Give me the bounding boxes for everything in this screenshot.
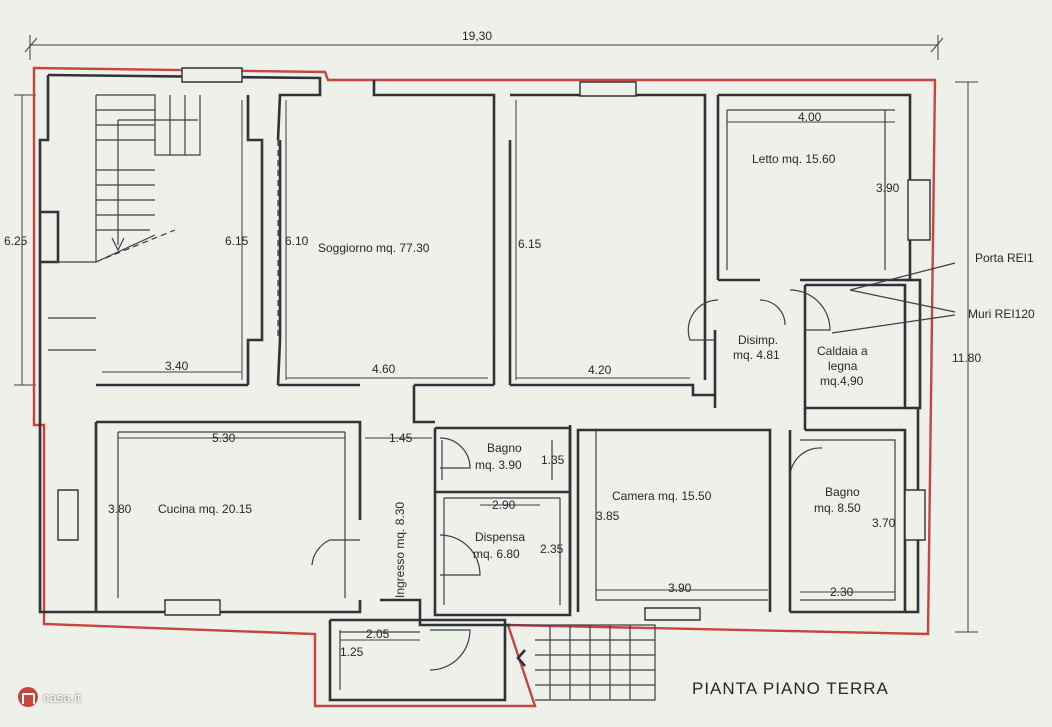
upper-partitions — [96, 95, 715, 397]
caldaia-area-label: mq.4,90 — [820, 374, 864, 388]
measure-370: 3.70 — [872, 516, 896, 530]
measure-385: 3.85 — [596, 509, 620, 523]
total-height-dimension — [955, 81, 978, 633]
measure-390-vertical: 3.90 — [876, 181, 900, 195]
measure-400: 4.00 — [798, 110, 822, 124]
camera-bagno-right — [595, 428, 926, 621]
measure-230: 2.30 — [830, 585, 854, 599]
measure-610: 6.10 — [285, 234, 309, 248]
caldaia-label: Caldaia a — [817, 344, 868, 358]
dispensa-area-label: mq. 6.80 — [473, 547, 520, 561]
caldaia-legna-label: legna — [828, 359, 858, 373]
measure-340: 3.40 — [165, 359, 189, 373]
measure-205: 2.05 — [366, 627, 390, 641]
top-windows — [181, 67, 637, 97]
total-width-dimension — [24, 35, 944, 60]
letto-label: Letto mq. 15.60 — [752, 152, 836, 166]
dispensa-label: Dispensa — [475, 530, 525, 544]
disimp-caldaia — [687, 262, 956, 430]
left-wall-bumps — [48, 261, 96, 351]
cucina-room — [57, 420, 362, 616]
inner-dimension-lines — [102, 100, 895, 641]
measure-290: 2.90 — [492, 498, 516, 512]
camera-label: Camera mq. 15.50 — [612, 489, 712, 503]
letto-room — [718, 109, 931, 282]
staircase-upper — [95, 94, 201, 263]
bagno-large-area-label: mq. 8.50 — [814, 501, 861, 515]
measure-390-horizontal: 3.90 — [668, 581, 692, 595]
total-height-label: 11.80 — [952, 351, 981, 365]
soggiorno-label: Soggiorno mq. 77.30 — [318, 241, 430, 255]
measure-135: 1.35 — [541, 453, 565, 467]
fireplace-left — [40, 210, 60, 264]
disimp-label: Disimp. — [738, 333, 778, 347]
logo-text: casa.it — [43, 689, 81, 705]
muri-rei-note: Muri REI120 — [968, 307, 1035, 321]
measure-615-right: 6.15 — [518, 237, 542, 251]
bagno-small-area-label: mq. 3.90 — [475, 458, 522, 472]
entrance-stair-lower — [328, 618, 656, 702]
bagno-large-label: Bagno — [825, 485, 860, 499]
left-height-label: 6.25 — [4, 234, 28, 248]
measure-380: 3.80 — [108, 502, 132, 516]
home-pin-icon — [18, 687, 38, 707]
measure-460: 4.60 — [372, 362, 396, 376]
measure-125: 1.25 — [340, 645, 364, 659]
casa-it-logo: casa.it — [18, 686, 81, 708]
outer-walls — [38, 73, 922, 627]
measure-615-left: 6.15 — [225, 234, 249, 248]
porta-rei-note: Porta REI1 — [975, 251, 1034, 265]
bagno-small-label: Bagno — [487, 441, 522, 455]
ingresso-label: Ingresso mq. 8.30 — [393, 502, 407, 598]
disimp-area-label: mq. 4.81 — [733, 348, 780, 362]
total-width-label: 19,30 — [462, 29, 492, 43]
measure-235: 2.35 — [540, 542, 564, 556]
left-height-dimension — [14, 94, 36, 386]
plan-title: PIANTA PIANO TERRA — [692, 679, 889, 698]
measure-420: 4.20 — [588, 363, 612, 377]
measure-530: 5.30 — [212, 431, 236, 445]
property-boundary — [32, 66, 937, 708]
cucina-label: Cucina mq. 20.15 — [158, 502, 252, 516]
measure-145: 1.45 — [389, 431, 413, 445]
ingresso-bagno-dispensa — [365, 385, 572, 617]
